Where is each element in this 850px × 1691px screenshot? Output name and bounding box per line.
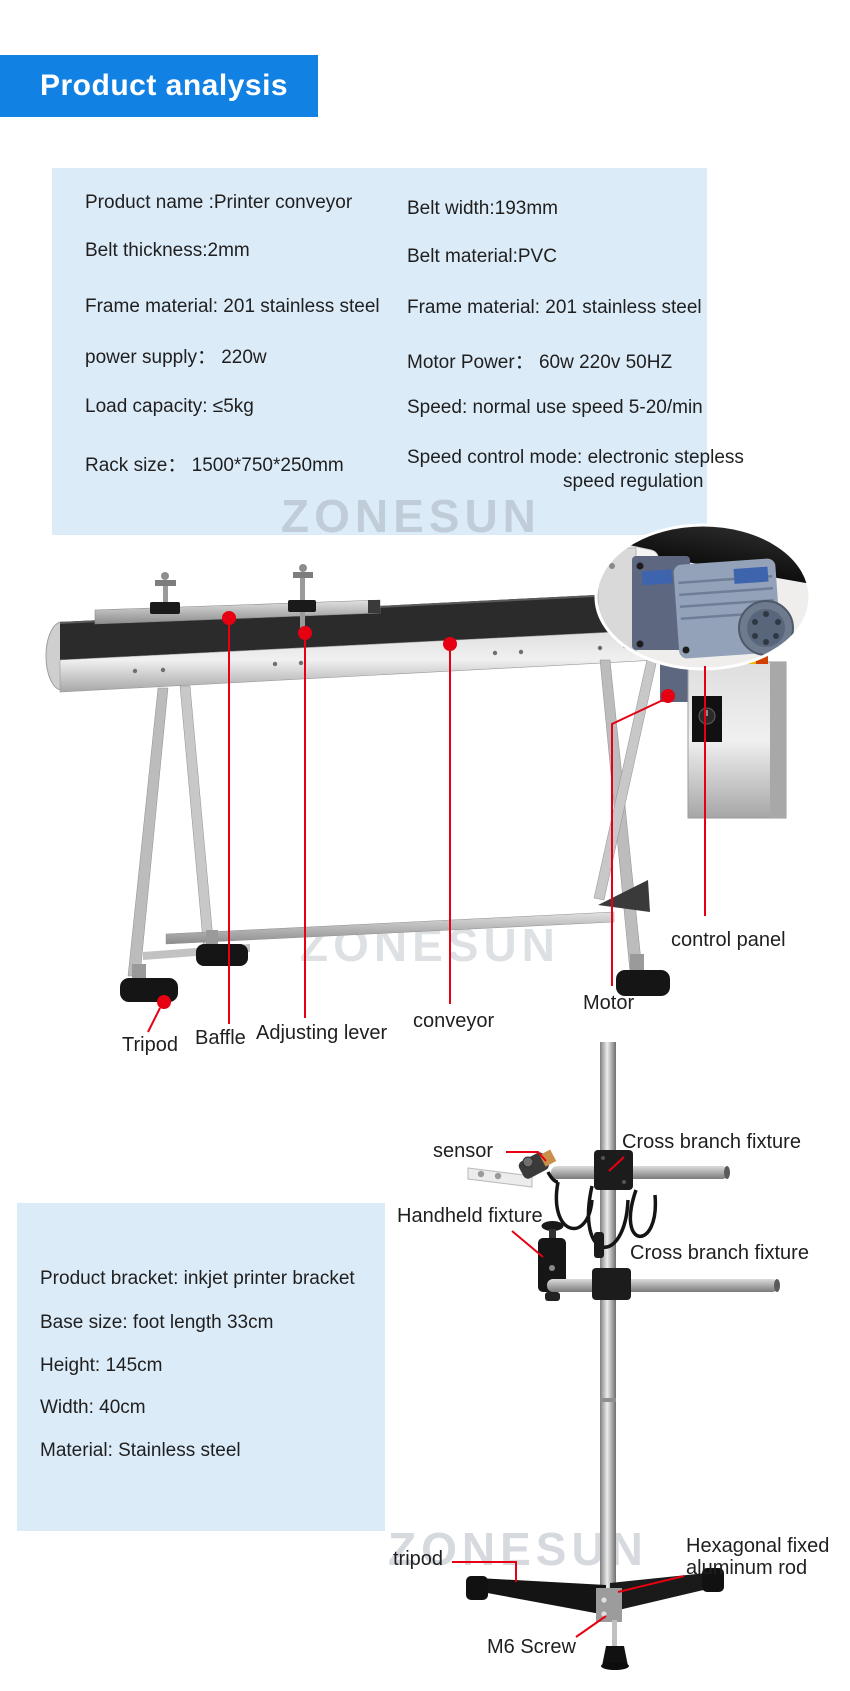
page-title: Product analysis <box>40 69 289 102</box>
spec-line: Rack size： 1500*750*250mm <box>85 455 344 476</box>
spec-line: Belt material:PVC <box>407 246 557 267</box>
label-handheld-fixture: Handheld fixture <box>397 1205 543 1227</box>
cable-connector <box>594 1232 604 1258</box>
baffle-bar <box>94 564 381 632</box>
spec-line: Frame material: 201 stainless steel <box>85 296 380 317</box>
section-header-bar: Product analysis <box>0 55 318 117</box>
spec-line: Motor Power： 60w 220v 50HZ <box>407 352 673 373</box>
conveyor-legs <box>120 654 670 1002</box>
tripod-stand-photo <box>452 1042 780 1670</box>
label-control-panel: control panel <box>671 929 786 951</box>
spec-line: power supply： 220w <box>85 347 267 368</box>
spec-line: Speed: normal use speed 5-20/min <box>407 397 703 418</box>
label-tripod-base: tripod <box>393 1548 444 1570</box>
spec-line: Material: Stainless steel <box>40 1440 241 1461</box>
spec-line: Product name :Printer conveyor <box>85 192 353 213</box>
label-sensor: sensor <box>433 1140 494 1162</box>
handheld-fixture <box>538 1221 566 1301</box>
spec-line: Base size: foot length 33cm <box>40 1312 274 1333</box>
label-cross-branch-fixture-bottom: Cross branch fixture <box>630 1242 809 1264</box>
zonesun-watermark: ZONESUN <box>281 490 541 542</box>
conveyor-photo <box>45 523 812 1033</box>
label-conveyor: conveyor <box>413 1010 495 1032</box>
motor-inset <box>594 523 812 671</box>
annotation-marks <box>147 611 706 1033</box>
annotation-marks <box>452 1151 685 1638</box>
label-hexagonal-rod: Hexagonal fixed aluminum rod <box>686 1535 830 1579</box>
stand-pole <box>600 1042 616 1600</box>
spec-line: Belt thickness:2mm <box>85 240 250 261</box>
label-cross-branch-fixture-top: Cross branch fixture <box>622 1131 801 1153</box>
label-motor: Motor <box>583 992 635 1014</box>
spec-line: speed regulation <box>563 471 704 492</box>
spec-line: Load capacity: ≤5kg <box>85 396 254 417</box>
spec-line: Width: 40cm <box>40 1397 146 1418</box>
label-tripod: Tripod <box>122 1034 178 1056</box>
spec-line: Belt width:193mm <box>407 198 559 219</box>
spec-line: Speed control mode: electronic stepless <box>407 447 744 468</box>
spec-line: Frame material: 201 stainless steel <box>407 297 702 318</box>
label-m6-screw: M6 Screw <box>487 1636 576 1658</box>
spec-panel-top <box>52 168 707 535</box>
sensor-assembly <box>467 1149 557 1188</box>
spec-line: Product bracket: inkjet printer bracket <box>40 1268 355 1289</box>
label-baffle: Baffle <box>195 1027 246 1049</box>
cross-bar-bottom <box>547 1268 780 1300</box>
spec-line: Height: 145cm <box>40 1355 163 1376</box>
cross-bar-top <box>551 1150 730 1190</box>
spec-panel-bracket <box>17 1203 385 1531</box>
label-adjusting-lever: Adjusting lever <box>256 1022 388 1044</box>
tripod-base <box>466 1568 724 1670</box>
